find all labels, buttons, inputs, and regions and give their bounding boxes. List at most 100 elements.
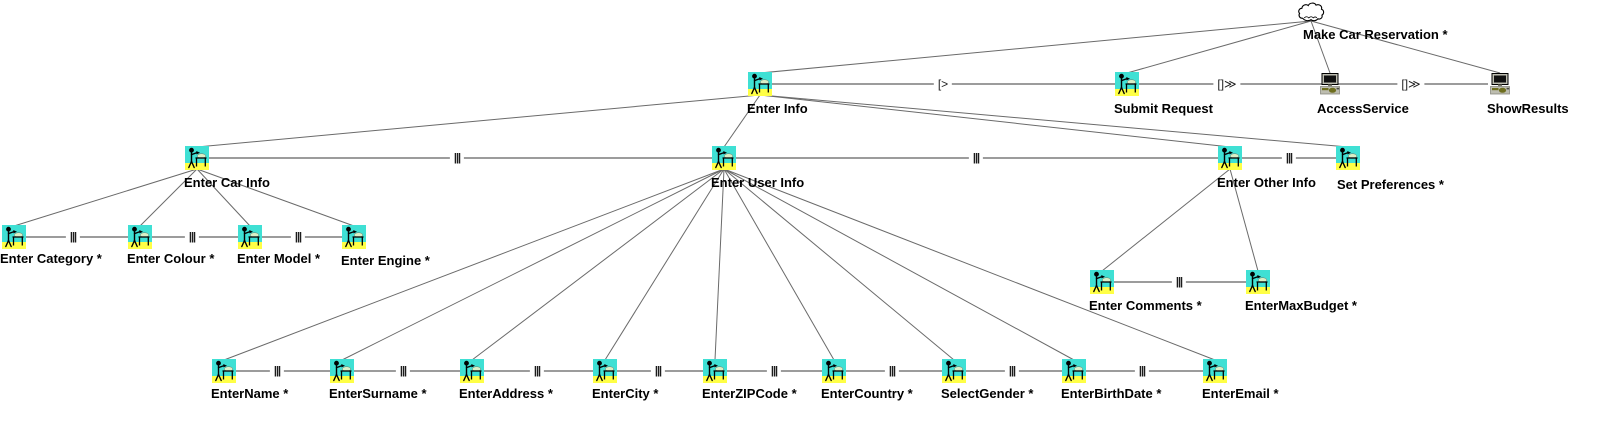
- tree-edge: [196, 94, 761, 148]
- interaction-task-icon: [238, 225, 262, 249]
- task-node-enter-max-budget[interactable]: [1246, 270, 1270, 294]
- task-node-set-preferences[interactable]: [1336, 146, 1360, 170]
- task-node-enter-address[interactable]: [460, 359, 484, 383]
- task-label-enter-country: EnterCountry *: [821, 386, 913, 401]
- task-label-enter-address: EnterAddress *: [459, 386, 553, 401]
- temporal-operator-disabling[interactable]: [>: [933, 77, 953, 91]
- task-node-access-service[interactable]: [1318, 72, 1342, 96]
- task-node-enter-category[interactable]: [2, 225, 26, 249]
- application-task-icon: [1488, 72, 1512, 96]
- tree-edge: [196, 168, 251, 227]
- tree-edge: [759, 20, 1312, 74]
- task-node-enter-surname[interactable]: [330, 359, 354, 383]
- task-node-enter-name[interactable]: [212, 359, 236, 383]
- temporal-operator-interleaving[interactable]: |||: [290, 230, 306, 244]
- temporal-operator-interleaving[interactable]: |||: [449, 151, 465, 165]
- interaction-task-icon: [212, 359, 236, 383]
- temporal-operator-interleaving[interactable]: |||: [968, 151, 984, 165]
- interaction-task-icon: [128, 225, 152, 249]
- tree-edge: [471, 168, 725, 361]
- abstract-task-icon: [1296, 1, 1326, 22]
- interaction-task-icon: [460, 359, 484, 383]
- task-node-select-gender[interactable]: [942, 359, 966, 383]
- task-node-make-car-reservation[interactable]: [1296, 1, 1326, 22]
- interaction-task-icon: [1115, 72, 1139, 96]
- task-node-enter-model[interactable]: [238, 225, 262, 249]
- tree-edge: [723, 168, 955, 361]
- task-node-enter-info[interactable]: [748, 72, 772, 96]
- temporal-operator-interleaving[interactable]: |||: [184, 230, 200, 244]
- temporal-operator-interleaving[interactable]: |||: [1171, 275, 1187, 289]
- temporal-operator-interleaving[interactable]: |||: [766, 364, 782, 378]
- tree-edge: [223, 168, 725, 361]
- task-node-enter-email[interactable]: [1203, 359, 1227, 383]
- task-node-show-results[interactable]: [1488, 72, 1512, 96]
- interaction-task-icon: [185, 146, 209, 170]
- task-label-enter-comments: Enter Comments *: [1089, 298, 1202, 313]
- temporal-operator-interleaving[interactable]: |||: [65, 230, 81, 244]
- temporal-operator-interleaving[interactable]: |||: [529, 364, 545, 378]
- temporal-operator-interleaving[interactable]: |||: [650, 364, 666, 378]
- tree-edge: [1310, 20, 1501, 74]
- task-label-enter-car-info: Enter Car Info: [184, 175, 270, 190]
- task-label-enter-category: Enter Category *: [0, 251, 102, 266]
- interaction-task-icon: [1218, 146, 1242, 170]
- task-label-enter-email: EnterEmail *: [1202, 386, 1279, 401]
- task-node-enter-country[interactable]: [822, 359, 846, 383]
- temporal-operator-interleaving[interactable]: |||: [269, 364, 285, 378]
- interaction-task-icon: [1246, 270, 1270, 294]
- task-node-enter-zip-code[interactable]: [703, 359, 727, 383]
- interaction-task-icon: [1203, 359, 1227, 383]
- task-node-enter-colour[interactable]: [128, 225, 152, 249]
- interaction-task-icon: [703, 359, 727, 383]
- temporal-operator-enabling-with-info[interactable]: []≫: [1397, 77, 1425, 91]
- interaction-task-icon: [330, 359, 354, 383]
- task-label-set-preferences: Set Preferences *: [1337, 177, 1444, 192]
- task-node-enter-car-info[interactable]: [185, 146, 209, 170]
- temporal-operator-enabling-with-info[interactable]: []≫: [1213, 77, 1241, 91]
- task-label-enter-max-budget: EnterMaxBudget *: [1245, 298, 1357, 313]
- task-node-enter-engine[interactable]: [342, 225, 366, 249]
- interaction-task-icon: [942, 359, 966, 383]
- task-label-make-car-reservation: Make Car Reservation *: [1303, 27, 1448, 42]
- tree-edge: [759, 94, 1231, 148]
- application-task-icon: [1318, 72, 1342, 96]
- tree-edge: [1101, 168, 1231, 272]
- task-node-enter-user-info[interactable]: [712, 146, 736, 170]
- task-node-submit-request[interactable]: [1115, 72, 1139, 96]
- task-node-enter-comments[interactable]: [1090, 270, 1114, 294]
- tree-edge: [723, 168, 835, 361]
- interaction-task-icon: [342, 225, 366, 249]
- temporal-operator-interleaving[interactable]: |||: [1134, 364, 1150, 378]
- interaction-task-icon: [1062, 359, 1086, 383]
- task-label-enter-colour: Enter Colour *: [127, 251, 215, 266]
- task-label-enter-engine: Enter Engine *: [341, 253, 430, 268]
- tree-edge: [1126, 20, 1312, 74]
- tree-edge: [196, 168, 355, 227]
- temporal-operator-interleaving[interactable]: |||: [1004, 364, 1020, 378]
- tree-edge: [13, 168, 198, 227]
- tree-edge: [714, 168, 725, 361]
- tree-edge: [723, 168, 1216, 361]
- task-label-enter-zip-code: EnterZIPCode *: [702, 386, 797, 401]
- interaction-task-icon: [822, 359, 846, 383]
- task-label-enter-birth-date: EnterBirthDate *: [1061, 386, 1162, 401]
- task-label-show-results: ShowResults: [1487, 101, 1569, 116]
- temporal-operator-interleaving[interactable]: |||: [1281, 151, 1297, 165]
- task-node-enter-other-info[interactable]: [1218, 146, 1242, 170]
- tree-edge: [723, 168, 1075, 361]
- task-node-enter-birth-date[interactable]: [1062, 359, 1086, 383]
- interaction-task-icon: [712, 146, 736, 170]
- task-label-enter-city: EnterCity *: [592, 386, 659, 401]
- temporal-operator-interleaving[interactable]: |||: [395, 364, 411, 378]
- temporal-operator-interleaving[interactable]: |||: [884, 364, 900, 378]
- interaction-task-icon: [593, 359, 617, 383]
- interaction-task-icon: [748, 72, 772, 96]
- tree-edge: [1310, 20, 1331, 74]
- task-label-select-gender: SelectGender *: [941, 386, 1034, 401]
- tree-edge: [341, 168, 725, 361]
- tree-edge: [139, 168, 198, 227]
- task-node-enter-city[interactable]: [593, 359, 617, 383]
